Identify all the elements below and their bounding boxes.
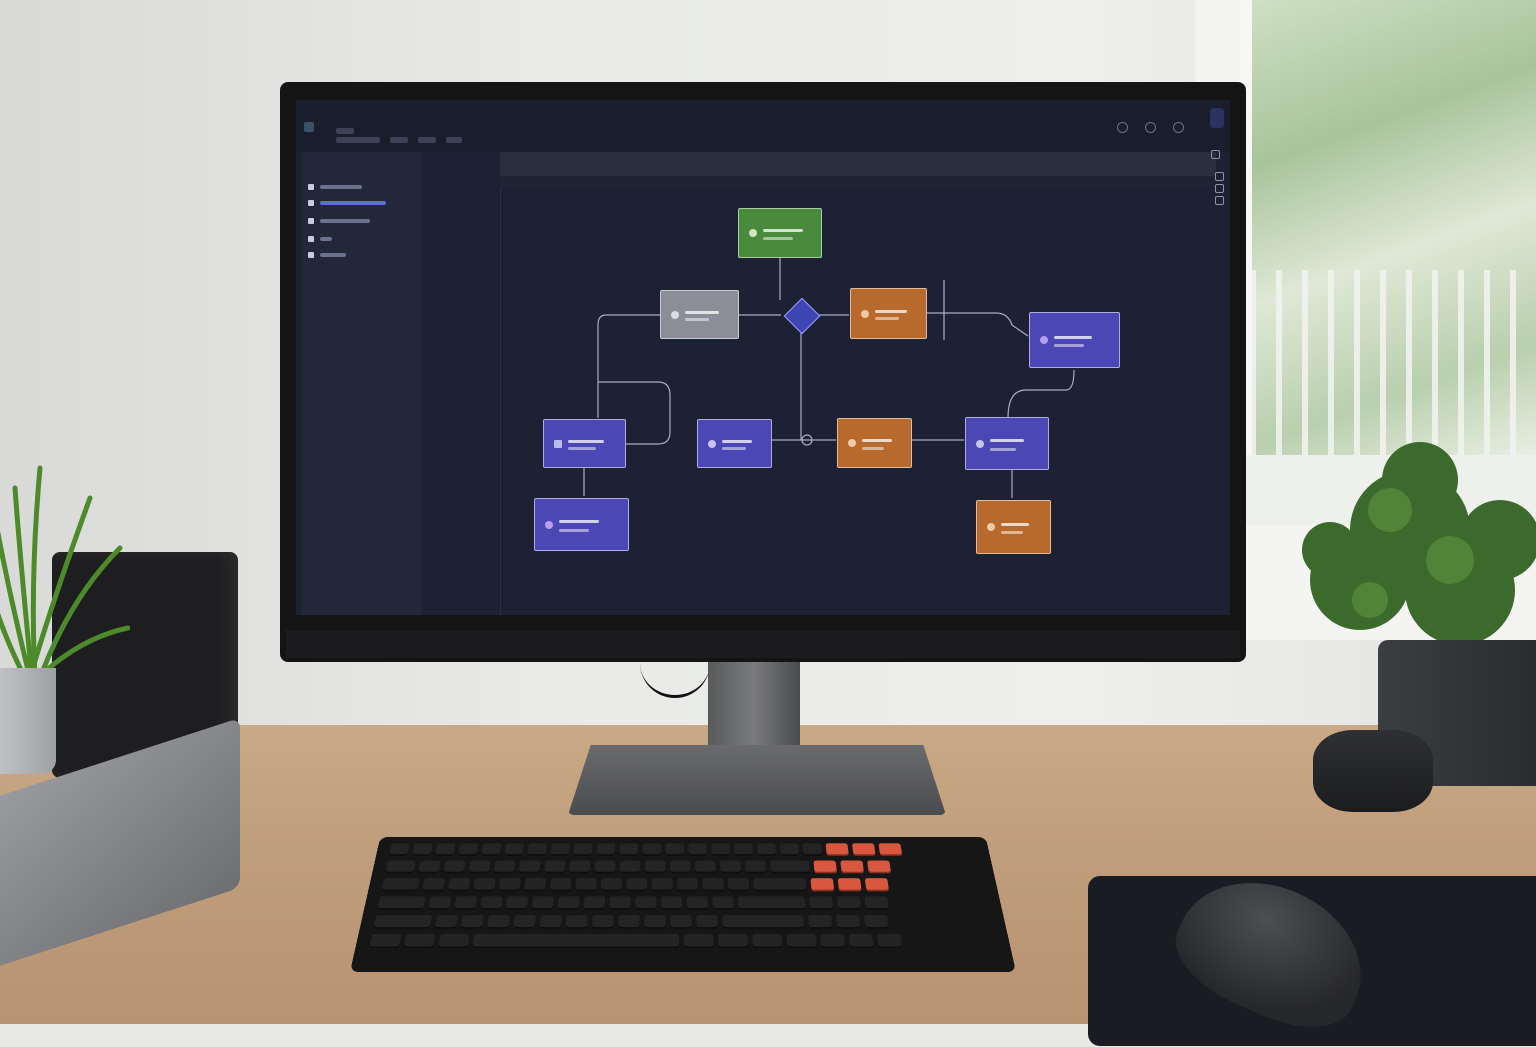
- menu-item[interactable]: [336, 137, 380, 143]
- link-icon[interactable]: [1145, 122, 1156, 133]
- node-icon: [554, 439, 562, 448]
- keyboard-row: [388, 843, 903, 856]
- keyboard-row: [381, 878, 890, 892]
- zoom-in-icon[interactable]: [1215, 172, 1224, 181]
- square-icon: [308, 218, 314, 224]
- workflow-node[interactable]: [837, 418, 912, 468]
- monitor-base: [568, 745, 946, 815]
- workflow-node[interactable]: [850, 288, 927, 339]
- node-icon: [545, 520, 553, 529]
- zoom-out-icon[interactable]: [1215, 184, 1224, 193]
- workflow-node[interactable]: [965, 417, 1049, 470]
- active-panel-button[interactable]: [1210, 108, 1224, 128]
- monitor-screen: [296, 100, 1230, 615]
- square-icon: [308, 184, 314, 190]
- workflow-node[interactable]: [976, 500, 1051, 554]
- workflow-node[interactable]: [543, 419, 626, 468]
- menu-item[interactable]: [446, 137, 462, 143]
- menu-item[interactable]: [336, 128, 354, 134]
- canvas-divider: [500, 188, 501, 615]
- plant-right: [1302, 442, 1536, 645]
- keyboard-row: [369, 934, 903, 949]
- node-icon: [987, 523, 995, 531]
- fit-icon[interactable]: [1215, 196, 1224, 205]
- square-icon: [308, 252, 314, 258]
- plant-left: [0, 465, 130, 681]
- smart-speaker: [1313, 730, 1433, 812]
- menu-item[interactable]: [418, 137, 436, 143]
- tag-icon[interactable]: [1117, 122, 1128, 133]
- sidebar: [302, 152, 422, 615]
- keyboard-row: [385, 860, 892, 874]
- settings-icon[interactable]: [1173, 122, 1184, 133]
- monitor-chin: [286, 630, 1240, 658]
- keyboard-row: [373, 914, 889, 929]
- node-icon: [708, 439, 716, 448]
- workflow-node-start[interactable]: [738, 208, 822, 258]
- workflow-node[interactable]: [660, 290, 739, 339]
- node-icon: [749, 229, 757, 237]
- app-titlebar: [296, 100, 1230, 152]
- square-icon: [308, 200, 314, 206]
- keyboard: [350, 837, 1016, 972]
- keyboard-row: [377, 896, 889, 910]
- canvas-toolbar: [500, 152, 1216, 176]
- node-icon: [848, 439, 856, 447]
- expand-icon[interactable]: [1211, 150, 1220, 159]
- workflow-node[interactable]: [697, 419, 772, 468]
- node-icon: [976, 439, 984, 448]
- node-icon: [1040, 336, 1048, 344]
- square-icon: [308, 236, 314, 242]
- canvas-toolbar-strip: [500, 176, 1216, 188]
- workflow-node[interactable]: [1029, 312, 1120, 368]
- monitor-cable: [640, 655, 710, 698]
- menu-item[interactable]: [390, 137, 408, 143]
- plant-pot-left: [0, 668, 56, 774]
- node-icon: [861, 309, 869, 318]
- workflow-connectors: [583, 258, 1075, 498]
- workflow-node[interactable]: [534, 498, 629, 551]
- app-logo-icon: [304, 122, 314, 132]
- node-icon: [671, 310, 679, 319]
- balcony-railing: [1250, 270, 1536, 460]
